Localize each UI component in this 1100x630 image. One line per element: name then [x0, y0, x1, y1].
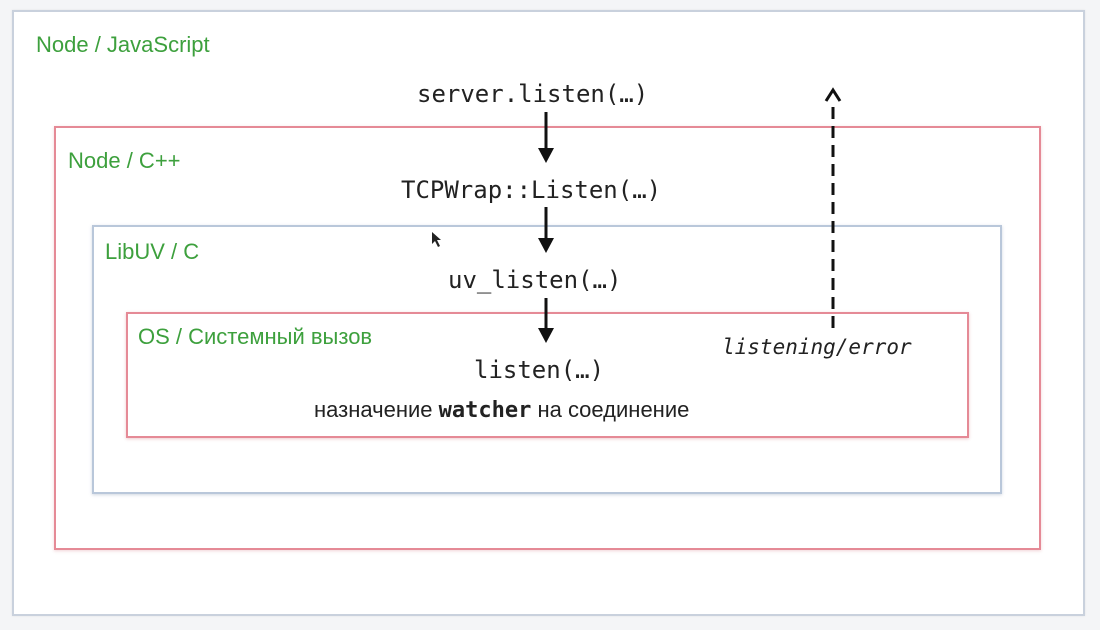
layer-label-os: OS / Системный вызов	[138, 324, 373, 349]
os-note-prefix: назначение	[314, 397, 439, 422]
call-os-listen: listen(…)	[474, 356, 605, 384]
layer-label-js: Node / JavaScript	[36, 32, 210, 57]
layer-node-cpp: Node / C++	[54, 126, 1041, 550]
layer-label-uv: LibUV / C	[105, 239, 200, 264]
layer-label-cpp: Node / C++	[68, 148, 181, 173]
call-server-listen: server.listen(…)	[417, 80, 649, 108]
os-note: назначение watcher на соединение	[314, 397, 689, 423]
call-uv-listen: uv_listen(…)	[448, 266, 622, 294]
os-note-suffix: на соединение	[531, 397, 690, 422]
os-note-keyword: watcher	[438, 398, 532, 423]
call-tcpwrap-listen: TCPWrap::Listen(…)	[401, 176, 662, 204]
callback-label: listening/error	[722, 335, 912, 359]
layer-os-syscall: OS / Системный вызов	[126, 312, 969, 438]
